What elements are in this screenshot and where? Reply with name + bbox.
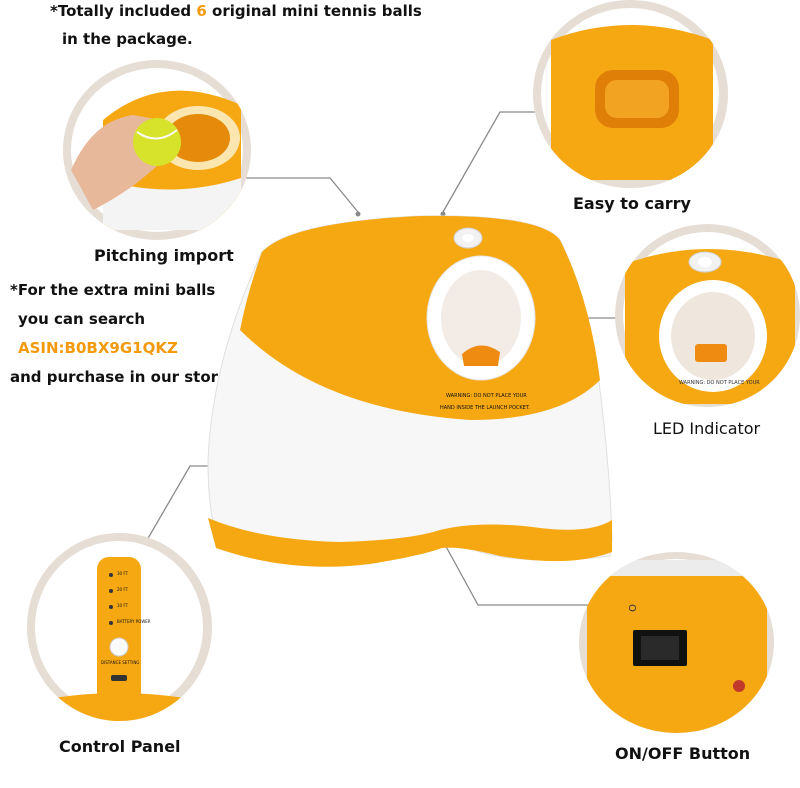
- warning-line1: WARNING: DO NOT PLACE YOUR: [446, 393, 527, 399]
- ball-count: 6: [196, 2, 207, 20]
- cp-20ft: 20 FT: [117, 587, 129, 592]
- easy-to-carry-label: Easy to carry: [573, 194, 691, 213]
- extra-balls-line4: and purchase in our store.: [10, 368, 234, 386]
- cp-distance-setting: DISTANCE SETTING: [101, 660, 140, 665]
- pitching-import-label: Pitching import: [94, 246, 234, 265]
- extra-balls-line2: you can search: [18, 310, 146, 328]
- control-panel-label: Control Panel: [59, 737, 181, 756]
- carry-detail-photo: [533, 0, 728, 188]
- warning-line2: HAND INSIDE THE LAUNCH POCKET.: [440, 405, 530, 411]
- asin-code: ASIN:B0BX9G1QKZ: [18, 339, 178, 357]
- pitching-detail-photo: [63, 60, 251, 240]
- control-panel-photo: 30 FT 20 FT 10 FT BATTERY POWER DISTANCE…: [27, 533, 212, 721]
- included-balls-note-line2: in the package.: [62, 30, 193, 48]
- note-suffix: original mini tennis balls: [206, 2, 422, 20]
- extra-balls-line1: *For the extra mini balls: [10, 281, 216, 299]
- cp-battery: BATTERY POWER: [117, 619, 151, 624]
- cp-30ft: 30 FT: [117, 571, 129, 576]
- led-indicator-label: LED Indicator: [653, 419, 761, 438]
- led-detail-photo: WARNING: DO NOT PLACE YOUR: [615, 224, 800, 407]
- note-prefix: *Totally included: [50, 2, 197, 20]
- on-off-button-label: ON/OFF Button: [615, 744, 751, 763]
- cp-10ft: 10 FT: [117, 603, 129, 608]
- svg-text:WARNING: DO NOT PLACE YOUR: WARNING: DO NOT PLACE YOUR: [679, 380, 760, 386]
- included-balls-note: *Totally included 6 original mini tennis…: [50, 4, 422, 19]
- power-switch-photo: O: [579, 552, 774, 733]
- svg-text:O: O: [626, 604, 637, 612]
